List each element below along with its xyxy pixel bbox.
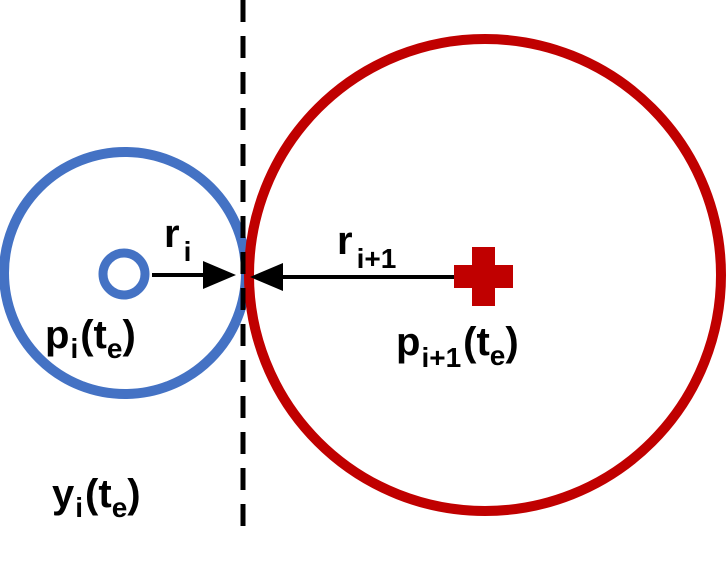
radius-i-arrowhead-icon xyxy=(203,261,236,289)
agent-i-plus-1-circle xyxy=(244,34,726,516)
radius-i-plus-1-arrowhead-icon xyxy=(250,263,283,291)
label-p-i-plus-1: pi+1(te) xyxy=(396,320,519,373)
label-p-i: pi(te) xyxy=(45,313,136,364)
plus-marker-icon xyxy=(454,247,513,306)
ring-marker-icon xyxy=(98,248,150,300)
label-y-i: yi(te) xyxy=(52,472,141,523)
